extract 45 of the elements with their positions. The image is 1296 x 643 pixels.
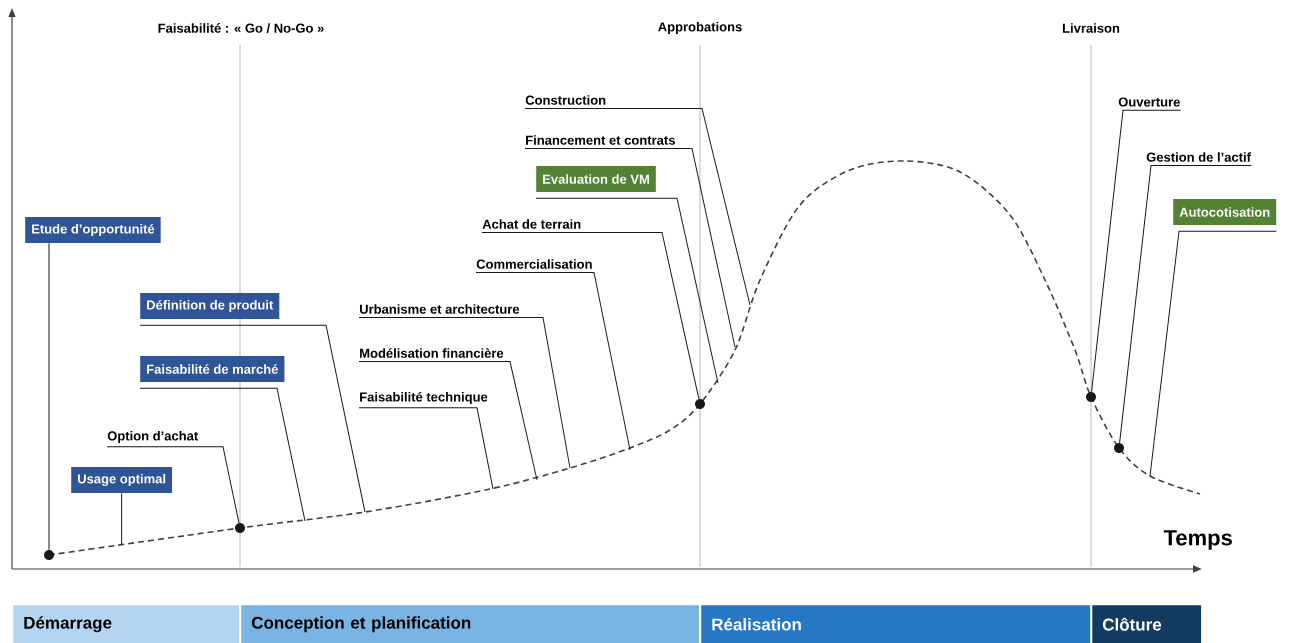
milestone-label: Livraison xyxy=(1063,23,1120,33)
curve-point xyxy=(1114,443,1124,453)
phase-tag: Etude d’opportunité xyxy=(25,217,161,243)
leader-line xyxy=(524,148,736,348)
leader-line xyxy=(358,317,571,469)
milestone-label: Approbations xyxy=(658,21,742,35)
phase-tag: Autocotisation xyxy=(1173,199,1277,225)
curve-point xyxy=(695,399,705,409)
leader-line xyxy=(524,108,751,306)
leader-line xyxy=(1149,230,1277,477)
phase-band: Démarrage xyxy=(13,605,240,643)
leader-line xyxy=(106,446,240,524)
leader-line xyxy=(1119,165,1252,444)
axis-label: Temps xyxy=(1163,530,1232,550)
activity-label: Faisabilité technique xyxy=(360,391,488,405)
leader-line xyxy=(358,407,494,490)
activity-label: Modélisation financière xyxy=(360,348,504,358)
phase-tag: Evaluation de VM xyxy=(536,166,656,192)
activity-label: Ouverture xyxy=(1118,97,1180,107)
leader-line xyxy=(481,232,700,400)
curve-point xyxy=(235,523,245,533)
activity-label: Financement et contrats xyxy=(526,135,675,145)
phase-tag: Usage optimal xyxy=(71,467,173,493)
curve-point xyxy=(44,550,54,560)
activity-label: Commercialisation xyxy=(476,259,592,269)
curve-point xyxy=(1086,392,1096,402)
leader-line xyxy=(358,361,538,481)
leader-line xyxy=(535,197,719,384)
leader-line xyxy=(1091,109,1182,393)
phase-band: Conception et planification xyxy=(241,605,700,643)
phase-band: Réalisation xyxy=(701,605,1091,643)
phase-band: Clôture xyxy=(1092,605,1202,643)
activity-label: Urbanisme et architecture xyxy=(360,304,520,314)
activity-label: Gestion de l’actif xyxy=(1146,152,1251,162)
activity-label: Option d’achat xyxy=(107,430,199,444)
leader-line xyxy=(139,387,306,522)
activity-label: Construction xyxy=(525,95,606,105)
activity-label: Achat de terrain xyxy=(482,219,581,229)
leader-line xyxy=(48,242,50,551)
leader-line xyxy=(475,272,631,451)
milestone-label: Faisabilité : « Go / No-Go » xyxy=(158,23,324,33)
leader-line xyxy=(139,324,366,513)
leader-line xyxy=(121,492,123,546)
phase-tag: Définition de produit xyxy=(140,293,280,319)
phase-tag: Faisabilité de marché xyxy=(140,356,285,382)
